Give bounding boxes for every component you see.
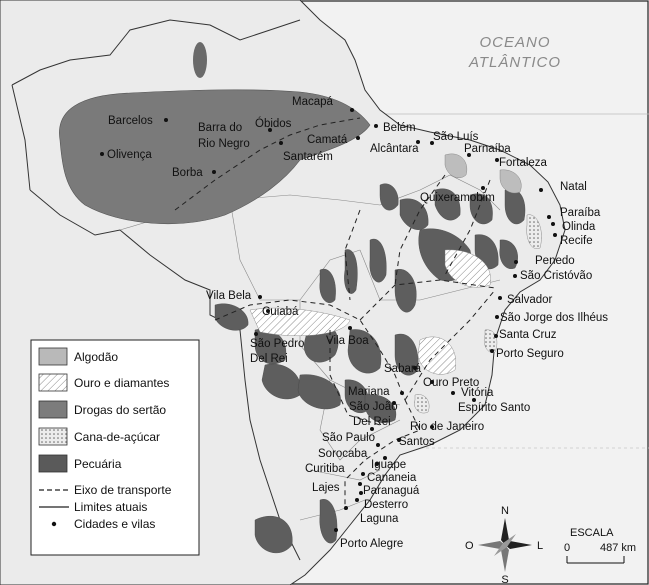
city-label-belem: Belém xyxy=(383,122,416,134)
ocean-label-line-1: OCEANO xyxy=(479,34,550,51)
city-label-vitoria: Vitória xyxy=(461,387,494,399)
city-label-mariana: Mariana xyxy=(348,386,390,398)
legend-swatch-drogas xyxy=(38,400,68,419)
city-label-desterro: Desterro xyxy=(364,499,408,511)
city-label-vila-bela: Vila Bela xyxy=(206,290,252,302)
city-label-iguape: Iguape xyxy=(371,459,406,471)
city-label-rio-negro: Rio Negro xyxy=(198,138,250,150)
scale-bar: ESCALA 0 487 km xyxy=(564,527,636,564)
city-label-del-rei-2: Del Rei xyxy=(353,416,391,428)
legend-swatch-algodao xyxy=(38,347,68,366)
region-pecuaria xyxy=(193,42,207,78)
scale-title: ESCALA xyxy=(570,527,614,539)
city-label-sabara: Sabará xyxy=(384,363,422,375)
city-label-santa-cruz: Santa Cruz xyxy=(499,329,557,341)
city-label-curitiba: Curitiba xyxy=(305,463,345,475)
city-label-barcelos: Barcelos xyxy=(108,115,153,127)
scale-end-label: 487 km xyxy=(600,542,636,554)
city-label-borba: Borba xyxy=(172,167,203,179)
compass-east-arrow xyxy=(505,541,532,549)
legend-label-drogas: Drogas do sertão xyxy=(74,403,166,417)
city-label-laguna: Laguna xyxy=(360,513,399,525)
legend-label-ouro: Ouro e diamantes xyxy=(74,376,169,390)
city-label-santarem: Santarém xyxy=(283,151,333,163)
city-label-paranagua: Paranaguá xyxy=(363,485,420,497)
city-label-macapa: Macapá xyxy=(292,96,334,108)
country-border xyxy=(11,19,301,86)
compass-w-label: O xyxy=(465,540,474,552)
city-label-lajes: Lajes xyxy=(312,482,340,494)
region-ouro-e-diamantes-group xyxy=(249,249,491,375)
compass-west-arrow xyxy=(478,541,505,549)
legend-label-cidades: Cidades e vilas xyxy=(74,517,155,531)
city-label-sao-luis: São Luís xyxy=(433,131,479,143)
city-label-ouro-preto: Ouro Preto xyxy=(423,377,479,389)
region-drogas-do-sertao xyxy=(59,89,371,225)
transport-axes xyxy=(174,117,496,510)
compass-diagonal xyxy=(503,534,516,547)
legend-label-cana: Cana-de-açúcar xyxy=(74,430,160,444)
city-label-sao-cristovao: São Cristóvão xyxy=(520,270,592,282)
city-labels: Macapá Barcelos Barra do Rio Negro Óbido… xyxy=(107,96,608,550)
compass-s-label: S xyxy=(501,574,508,585)
compass-rose: N S L O xyxy=(465,505,543,585)
city-label-sao-paulo: São Paulo xyxy=(322,432,375,444)
city-dots xyxy=(100,108,557,532)
legend-swatch-pecuaria xyxy=(38,454,68,473)
compass-north-arrow xyxy=(501,518,509,545)
city-label-espirito-santo: Espírito Santo xyxy=(458,402,530,414)
legend-label-pecuaria: Pecuária xyxy=(74,457,122,471)
legend-swatch-cana xyxy=(38,427,68,446)
compass-n-label: N xyxy=(501,505,509,517)
city-label-camata: Camatá xyxy=(307,134,348,146)
city-label-sao-joao: São João xyxy=(349,401,398,413)
city-label-olivenca: Olivença xyxy=(107,149,152,161)
city-label-sao-jorge: São Jorge dos Ilhéus xyxy=(500,312,608,324)
city-label-fortaleza: Fortaleza xyxy=(499,157,548,169)
city-label-barra-do: Barra do xyxy=(198,122,242,134)
city-label-sao-pedro: São Pedro xyxy=(250,338,304,350)
city-label-rio-de-janeiro: Rio de Janeiro xyxy=(410,421,484,433)
region-cana-de-acucar-group xyxy=(414,214,542,414)
city-label-natal: Natal xyxy=(560,181,587,193)
compass-south-arrow xyxy=(501,545,509,572)
region-algodao-group xyxy=(444,153,522,194)
legend-swatch-cidades xyxy=(51,521,57,527)
city-label-quixeramobim: Quixeramobim xyxy=(420,192,495,204)
legend-label-limites: Limites atuais xyxy=(74,500,147,514)
legend-swatch-ouro xyxy=(38,373,68,392)
scale-start-label: 0 xyxy=(564,542,570,554)
city-label-obidos: Óbidos xyxy=(255,117,292,130)
ocean-label-line-2: ATLÂNTICO xyxy=(468,54,561,71)
city-label-porto-seguro: Porto Seguro xyxy=(496,348,564,360)
city-label-cuiaba: Cuiabá xyxy=(262,306,299,318)
city-label-paraiba: Paraíba xyxy=(560,207,601,219)
city-label-parnaiba: Parnaíba xyxy=(464,143,511,155)
city-label-recife: Recife xyxy=(560,235,593,247)
city-label-salvador: Salvador xyxy=(507,294,553,306)
city-label-del-rei-1: Del Rei xyxy=(250,353,288,365)
compass-diagonal xyxy=(494,543,507,556)
city-label-santos: Santos xyxy=(399,436,435,448)
legend-label-algodao: Algodão xyxy=(74,350,118,364)
city-label-alcantara: Alcântara xyxy=(370,143,419,155)
city-label-sorocaba: Sorocaba xyxy=(318,448,368,460)
country-border xyxy=(29,189,301,561)
legend-label-eixo: Eixo de transporte xyxy=(74,483,172,497)
city-label-olinda: Olinda xyxy=(562,221,596,233)
legend: Algodão Ouro e diamantes Drogas do sertã… xyxy=(30,339,200,556)
country-border xyxy=(11,84,31,191)
city-label-vila-boa: Vila Boa xyxy=(326,335,369,347)
city-label-cananeia: Cananeia xyxy=(367,472,417,484)
city-label-porto-alegre: Porto Alegre xyxy=(340,538,403,550)
compass-e-label: L xyxy=(537,540,543,552)
city-label-penedo: Penedo xyxy=(535,255,575,267)
